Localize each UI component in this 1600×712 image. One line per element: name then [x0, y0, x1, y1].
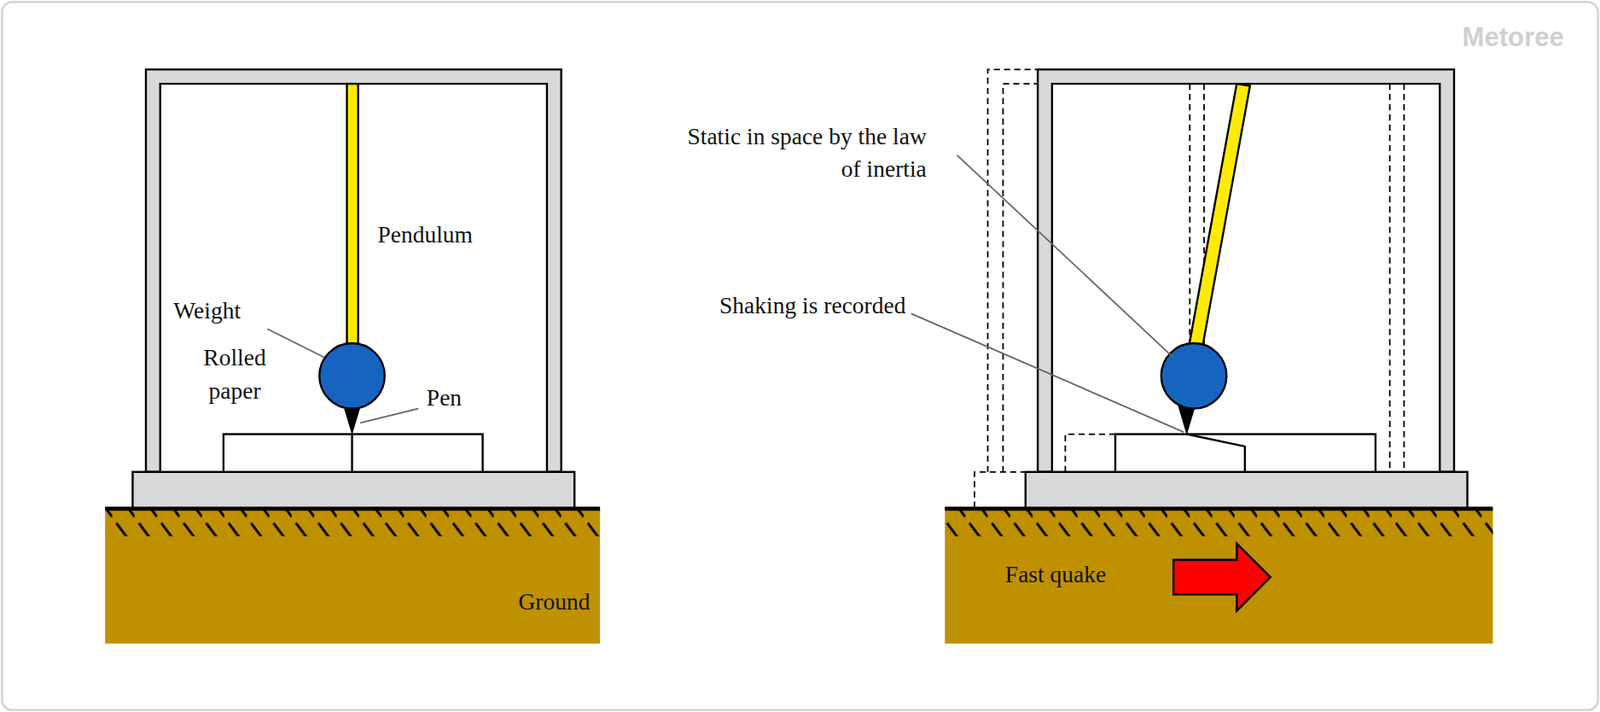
callout-note: Static in space by the law of inertia: [681, 120, 927, 187]
watermark: Metoree: [1462, 18, 1565, 57]
motion-label: Fast quake: [1005, 558, 1106, 593]
part-name: Rolled paper: [183, 342, 286, 408]
part-name: Pendulum: [377, 218, 473, 252]
part-name: Weight: [173, 295, 241, 329]
part-name: Ground: [517, 586, 590, 620]
callout-note: Shaking is recorded: [719, 290, 906, 324]
part-name: Pen: [426, 382, 462, 416]
